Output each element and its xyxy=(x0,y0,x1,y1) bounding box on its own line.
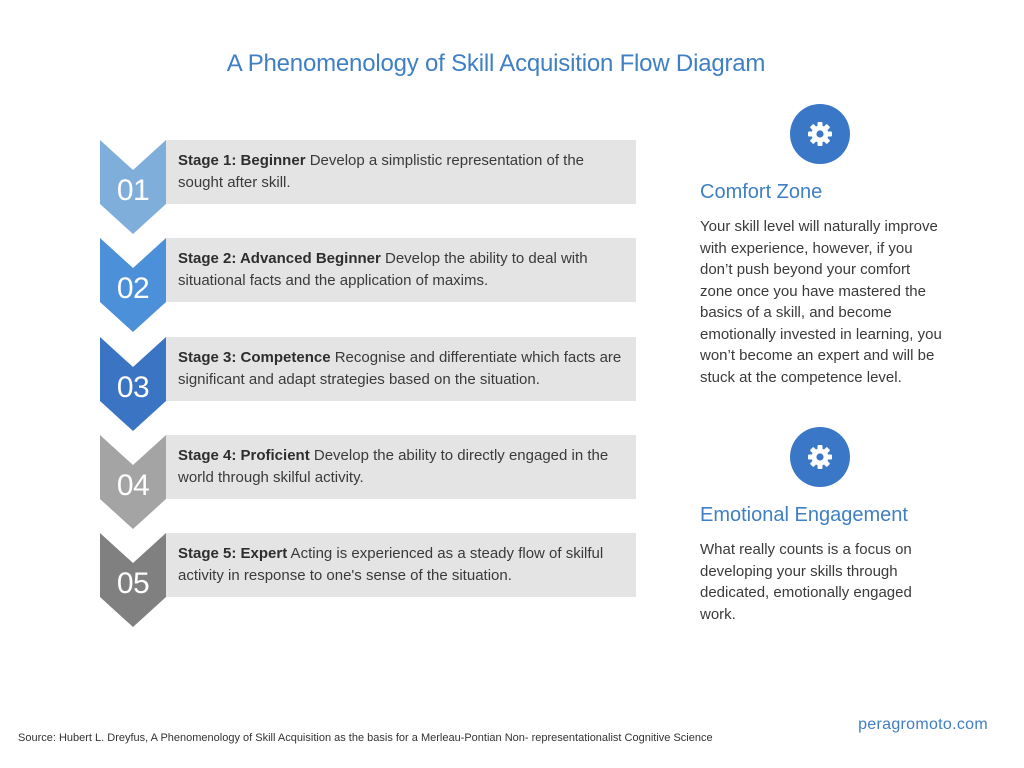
stage-4-description: Stage 4: Proficient Develop the ability … xyxy=(178,445,626,489)
emotional-engagement-gear-badge xyxy=(790,427,850,487)
stage-2-box: Stage 2: Advanced Beginner Develop the a… xyxy=(166,238,636,302)
stage-5-title: Stage 5: Expert xyxy=(178,545,288,562)
gear-icon xyxy=(808,122,832,146)
stage-3-text: Recognise and differentiate which facts … xyxy=(178,349,622,388)
stage-3-box: Stage 3: Competence Recognise and differ… xyxy=(166,337,636,401)
stage-3-description: Stage 3: Competence Recognise and differ… xyxy=(178,347,626,391)
emotional-engagement-section: Emotional Engagement What really counts … xyxy=(700,504,950,625)
stage-5-box: Stage 5: Expert Acting is experienced as… xyxy=(166,533,636,597)
page-title: A Phenomenology of Skill Acquisition Flo… xyxy=(226,50,766,77)
emotional-engagement-heading: Emotional Engagement xyxy=(700,504,908,526)
stage-1-chevron xyxy=(100,140,166,234)
stage-5: 05 Stage 5: Expert Acting is experienced… xyxy=(100,533,636,629)
stage-4: 04 Stage 4: Proficient Develop the abili… xyxy=(100,435,636,531)
emotional-engagement-body: What really counts is a focus on develop… xyxy=(700,541,912,623)
stage-1: 01 Stage 1: Beginner Develop a simplisti… xyxy=(100,140,636,236)
stage-5-description: Stage 5: Expert Acting is experienced as… xyxy=(178,543,626,587)
stage-3: 03 Stage 3: Competence Recognise and dif… xyxy=(100,337,636,433)
stage-4-text: Develop the ability to directly engaged … xyxy=(178,447,609,486)
stage-5-text: Acting is experienced as a steady flow o… xyxy=(178,545,604,584)
stage-2-chevron xyxy=(100,238,166,332)
stage-2-description: Stage 2: Advanced Beginner Develop the a… xyxy=(178,248,626,292)
stage-3-chevron xyxy=(100,337,166,431)
stage-2: 02 Stage 2: Advanced Beginner Develop th… xyxy=(100,238,636,334)
stage-1-description: Stage 1: Beginner Develop a simplistic r… xyxy=(178,150,626,194)
source-citation: Source: Hubert L. Dreyfus, A Phenomenolo… xyxy=(18,732,713,744)
stage-1-number: 01 xyxy=(116,174,150,207)
stage-1-title: Stage 1: Beginner xyxy=(178,152,306,169)
stage-5-number: 05 xyxy=(116,567,150,600)
comfort-zone-gear-badge xyxy=(790,104,850,164)
stage-2-number: 02 xyxy=(116,272,150,305)
gear-icon xyxy=(808,445,832,469)
comfort-zone-body: Your skill level will naturally improve … xyxy=(700,218,942,386)
stage-5-chevron xyxy=(100,533,166,627)
stage-3-number: 03 xyxy=(116,371,150,404)
stage-3-title: Stage 3: Competence xyxy=(178,349,331,366)
brand-link[interactable]: peragromoto.com xyxy=(858,716,988,733)
stage-2-text: Develop the ability to deal with situati… xyxy=(178,250,588,289)
stage-4-title: Stage 4: Proficient xyxy=(178,447,310,464)
comfort-zone-section: Comfort Zone Your skill level will natur… xyxy=(700,181,950,388)
stage-4-number: 04 xyxy=(116,469,150,502)
stage-2-title: Stage 2: Advanced Beginner xyxy=(178,250,381,267)
stage-4-chevron xyxy=(100,435,166,529)
stage-4-box: Stage 4: Proficient Develop the ability … xyxy=(166,435,636,499)
comfort-zone-heading: Comfort Zone xyxy=(700,181,823,203)
stage-1-text: Develop a simplistic representation of t… xyxy=(178,152,585,191)
stage-1-box: Stage 1: Beginner Develop a simplistic r… xyxy=(166,140,636,204)
